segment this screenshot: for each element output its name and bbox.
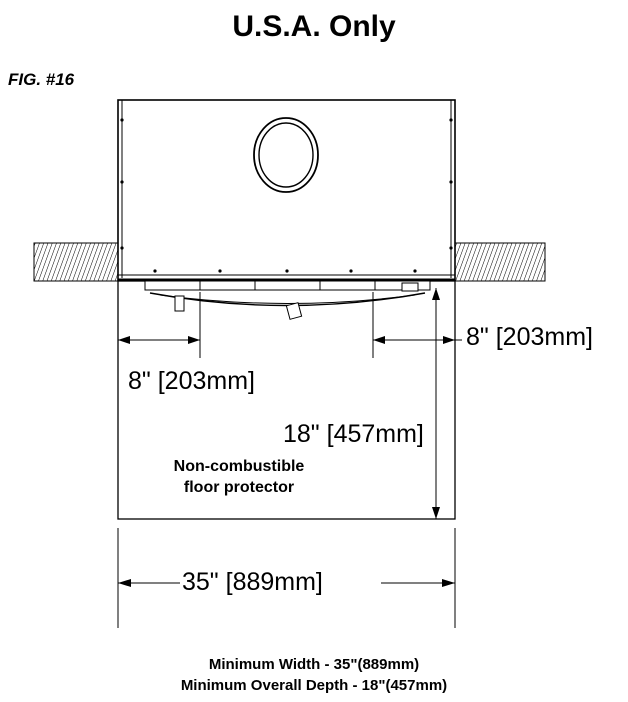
- dimension-right-clearance: [372, 292, 462, 358]
- dimension-label-overall-width: 35" [889mm]: [182, 568, 323, 596]
- figure-label: FIG. #16: [8, 70, 75, 89]
- floor-protector-line1: Non-combustible: [173, 458, 305, 475]
- flue-collar: [253, 117, 319, 193]
- floor-protector-line2: floor protector: [183, 479, 295, 496]
- right-wall-hatch: [454, 242, 546, 282]
- dimension-overall-width: [117, 528, 456, 628]
- dimension-label-right-clearance: 8" [203mm]: [466, 323, 593, 351]
- footer-min-depth: Minimum Overall Depth - 18"(457mm): [180, 677, 448, 694]
- footer-min-width: Minimum Width - 35"(889mm): [208, 656, 420, 673]
- page-title: U.S.A. Only: [232, 10, 396, 43]
- dimension-label-front-depth: 18" [457mm]: [283, 420, 424, 448]
- stove-front-door: [144, 280, 431, 320]
- stove-body: [117, 99, 456, 281]
- floor-protector-label: Non-combustible floor protector: [144, 456, 334, 498]
- dimension-label-left-clearance: 8" [203mm]: [128, 367, 255, 395]
- dimension-left-clearance: [118, 292, 201, 358]
- footer-notes: Minimum Width - 35"(889mm) Minimum Overa…: [0, 654, 628, 696]
- dimension-front-depth: [432, 288, 440, 519]
- left-wall-hatch: [33, 242, 119, 282]
